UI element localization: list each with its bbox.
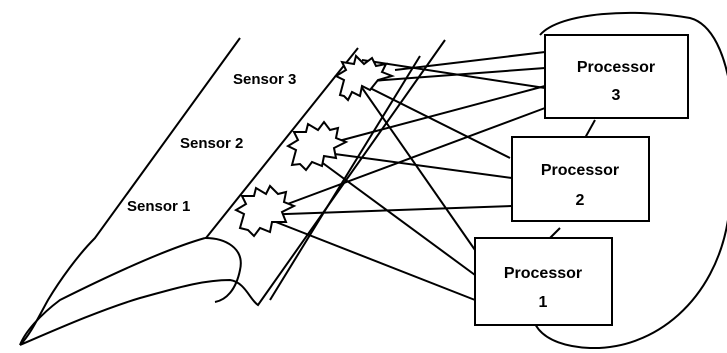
processor-2-box: Processor 2	[511, 136, 650, 222]
wing-surface	[19, 37, 446, 346]
processor-3-box: Processor 3	[544, 34, 689, 119]
sensor-3-label: Sensor 3	[233, 71, 296, 88]
wing-tip-curve	[19, 237, 206, 346]
processor-3-name: Processor	[577, 59, 655, 76]
processor-2-number: 2	[576, 192, 585, 209]
wing-leading-edge	[204, 237, 242, 303]
processor-3-number: 3	[612, 87, 621, 104]
wing-inner-edge	[205, 47, 359, 239]
sensor-2-burst	[285, 120, 349, 172]
processor-2-name: Processor	[541, 162, 619, 179]
sensor-3-burst	[333, 54, 396, 102]
sensor-1-burst	[233, 184, 297, 238]
connections	[257, 51, 546, 301]
network-ellipse	[531, 11, 727, 350]
processor-1-number: 1	[539, 294, 548, 311]
sensor-2-label: Sensor 2	[180, 135, 243, 152]
processor-1-name: Processor	[504, 265, 582, 282]
p3-p2-link	[584, 119, 596, 139]
sensor-1-label: Sensor 1	[127, 198, 190, 215]
processor-1-box: Processor 1	[474, 237, 613, 326]
